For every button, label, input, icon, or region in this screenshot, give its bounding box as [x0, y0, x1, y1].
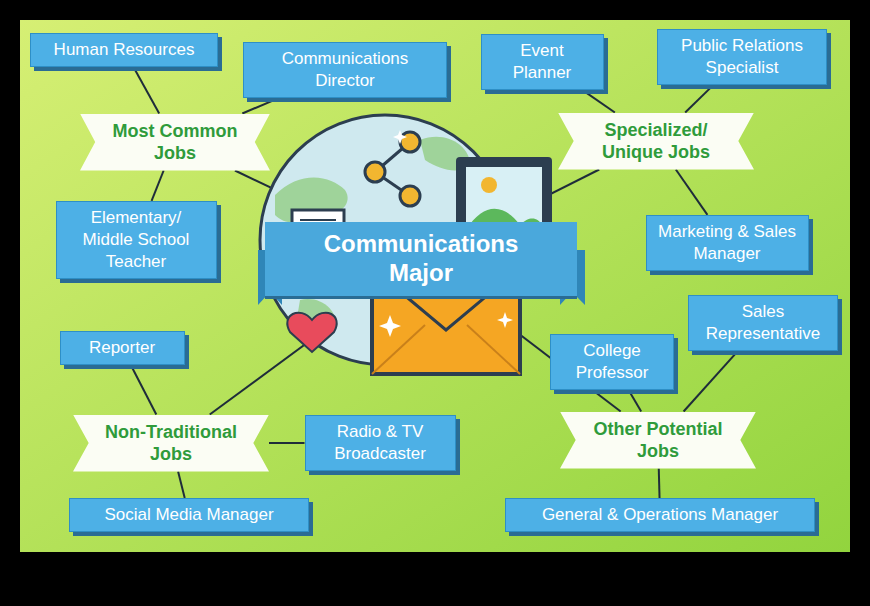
category-label: Most Common Jobs: [102, 120, 248, 165]
category-banner: Specialized/ Unique Jobs: [558, 113, 754, 170]
connector-line: [629, 390, 642, 411]
category-label: Other Potential Jobs: [582, 418, 734, 463]
job-box: Marketing & Sales Manager: [646, 215, 809, 271]
category-banner: Other Potential Jobs: [560, 412, 756, 469]
job-label: Communications Director: [252, 48, 438, 92]
job-label: Reporter: [69, 337, 176, 359]
job-box: Event Planner: [481, 34, 604, 90]
connector-line: [658, 469, 661, 498]
heart-icon: [287, 313, 336, 352]
job-label: Marketing & Sales Manager: [655, 221, 800, 265]
network-icon: [365, 132, 420, 206]
connector-line: [676, 170, 708, 215]
job-box: Sales Representative: [688, 295, 838, 351]
job-label: Social Media Manager: [78, 504, 300, 526]
job-label: Event Planner: [490, 40, 595, 84]
connector-line: [684, 351, 738, 411]
job-box: Elementary/ Middle School Teacher: [56, 201, 217, 279]
category-label: Non-Traditional Jobs: [95, 421, 247, 466]
job-label: Sales Representative: [697, 301, 829, 345]
connector-line: [178, 472, 185, 498]
job-box: Communications Director: [243, 42, 447, 98]
job-label: Elementary/ Middle School Teacher: [65, 207, 208, 273]
job-label: Radio & TV Broadcaster: [314, 421, 447, 465]
job-box: Reporter: [60, 331, 185, 365]
job-box: General & Operations Manager: [505, 498, 815, 532]
connector-line: [242, 98, 278, 113]
category-banner: Most Common Jobs: [80, 114, 270, 171]
job-box: Radio & TV Broadcaster: [305, 415, 456, 471]
job-box: Social Media Manager: [69, 498, 309, 532]
category-banner: Non-Traditional Jobs: [73, 415, 269, 472]
category-label: Specialized/ Unique Jobs: [580, 119, 732, 164]
job-box: Public Relations Specialist: [657, 29, 827, 85]
title-band: Communications Major: [265, 222, 577, 296]
job-label: Human Resources: [39, 39, 209, 61]
connector-line: [583, 90, 615, 112]
job-label: Public Relations Specialist: [666, 35, 818, 79]
panel: [20, 20, 850, 552]
job-label: College Professor: [559, 340, 665, 384]
title-label: Communications Major: [293, 230, 549, 288]
connector-line: [131, 365, 157, 414]
job-box: Human Resources: [30, 33, 218, 67]
connector-line: [685, 85, 713, 112]
job-label: General & Operations Manager: [514, 504, 806, 526]
connector-line: [269, 442, 305, 444]
connector-line: [133, 67, 159, 113]
job-box: College Professor: [550, 334, 674, 390]
connector-line: [152, 171, 164, 201]
